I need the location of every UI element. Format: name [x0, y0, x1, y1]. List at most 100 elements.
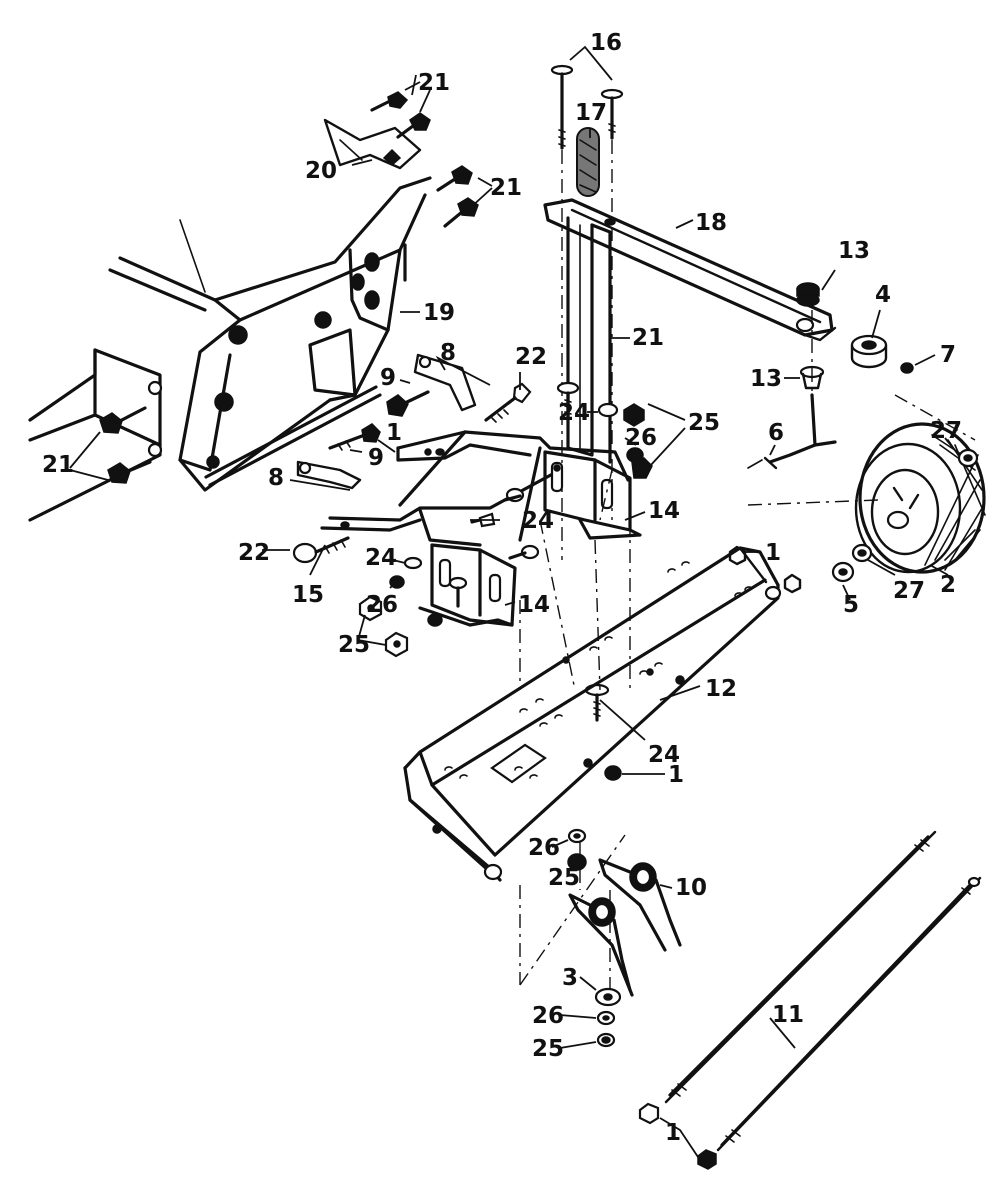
washer-27-left	[851, 543, 873, 563]
link-8-upper	[413, 353, 477, 412]
bolt-9-lower	[328, 423, 381, 451]
lift-lever-20	[566, 216, 612, 464]
nut-1-deck-bottom	[604, 765, 622, 781]
bolt-24-c	[470, 487, 525, 528]
nut-13-top	[796, 282, 820, 307]
callout-27-right: 27	[930, 418, 962, 444]
callout-14-right: 14	[648, 498, 680, 524]
tractor-frame	[108, 176, 432, 492]
callout-6: 6	[768, 420, 784, 446]
callout-24-b: 24	[522, 508, 554, 534]
bolt-24-lower	[584, 683, 610, 722]
callout-9-lower: 9	[368, 445, 384, 471]
nut-26-upper	[626, 447, 653, 479]
spring-10-lower	[568, 893, 634, 997]
callout-13-bottom: 13	[750, 366, 782, 392]
callout-12: 11	[772, 1002, 804, 1028]
setscrew-7	[900, 362, 914, 374]
washer-26-left	[389, 575, 443, 627]
callout-1-deck-right: 1	[765, 540, 781, 566]
callout-17: 18	[695, 210, 727, 236]
bracket-14-left	[418, 543, 517, 627]
callout-25-mid: 25	[548, 865, 580, 891]
callout-18: 19	[423, 300, 455, 326]
bracket-14-right	[543, 450, 642, 540]
bolt-9-upper	[386, 390, 430, 417]
centerline-deck	[519, 469, 631, 691]
callout-8-upper: 8	[440, 340, 456, 366]
grip-16	[576, 127, 600, 197]
callout-24-a: 24	[558, 400, 590, 426]
callout-21-left: 21	[42, 452, 74, 478]
link-8-lower	[296, 460, 362, 490]
nut-5	[831, 561, 855, 583]
callout-26-left: 26	[366, 592, 398, 618]
callout-4: 4	[875, 282, 891, 308]
nut-1-deck-right	[728, 545, 802, 594]
bolt-21-right-1	[436, 165, 473, 192]
callout-25-upper: 25	[688, 410, 720, 436]
callout-26-mid: 26	[528, 835, 560, 861]
bolt-24-b	[597, 402, 619, 418]
callout-21-right: 21	[490, 175, 522, 201]
callout-25-left: 25	[338, 632, 370, 658]
callout-26-upper: 26	[625, 425, 657, 451]
callout-16: 17	[575, 100, 607, 126]
bolt-24-d	[508, 544, 540, 560]
callout-22-lower: 22	[238, 540, 270, 566]
rod-12-right	[716, 876, 982, 1152]
callout-21-top: 21	[418, 70, 450, 96]
washer-3	[594, 987, 622, 1007]
callout-22-upper: 22	[515, 344, 547, 370]
nut-1-rod-right	[697, 1149, 717, 1170]
bolt-21-right-2	[443, 197, 479, 228]
wheel-2	[854, 422, 986, 574]
washer-26-bottom	[596, 1010, 616, 1026]
callout-8-lower: 8	[268, 465, 284, 491]
callout-1-rods: 1	[665, 1120, 681, 1146]
bolt-24-e	[403, 556, 468, 608]
bolt-23-right	[600, 88, 624, 140]
caster-fork-6	[747, 393, 837, 470]
spring-centerline	[519, 834, 626, 1000]
callout-labels: 16 17 21 20 21 18 13 19 21 4 7 13 8 22 9…	[42, 30, 962, 1146]
bracket-19	[323, 118, 422, 170]
callout-10: 10	[675, 875, 707, 901]
callout-20: 21	[632, 325, 664, 351]
bolt-21-left-2	[107, 460, 152, 484]
callout-19: 20	[305, 158, 337, 184]
nut-25-left-1	[358, 595, 383, 622]
washer-26-mid	[567, 828, 587, 844]
bolt-22-upper	[484, 382, 532, 423]
rod-12-left	[664, 830, 937, 1104]
centerline-23	[561, 140, 613, 560]
callout-1-hitch: 1	[386, 420, 402, 446]
collar-4	[850, 334, 888, 369]
bolt-24-a	[556, 381, 580, 422]
callout-1-deck-bottom: 1	[668, 762, 684, 788]
callout-26-bottom: 26	[532, 1003, 564, 1029]
bolt-21-left-1	[99, 406, 147, 434]
nut-25-bottom	[596, 1032, 616, 1048]
pivot-rod	[204, 385, 382, 487]
callout-14-left: 14	[518, 592, 550, 618]
callout-24-c: 24	[365, 545, 397, 571]
nut-25-left-2	[384, 631, 409, 658]
callout-25-bottom: 25	[532, 1036, 564, 1062]
nut-25-mid	[567, 853, 587, 871]
bolt-21-top-1	[370, 91, 409, 112]
callout-15: 15	[292, 582, 324, 608]
callout-27-left: 27	[893, 578, 925, 604]
leader-lines	[69, 45, 959, 1161]
nut-25-upper	[623, 403, 645, 427]
callout-7: 7	[940, 342, 956, 368]
callout-11: 12	[705, 676, 737, 702]
callout-9-upper: 9	[380, 365, 396, 391]
callout-5: 5	[843, 592, 859, 618]
bolt-21-top-2	[396, 112, 431, 139]
callout-2: 2	[940, 572, 956, 598]
callout-24-lower: 24	[648, 742, 680, 768]
frame-rail	[28, 348, 163, 522]
callout-23: 16	[590, 30, 622, 56]
